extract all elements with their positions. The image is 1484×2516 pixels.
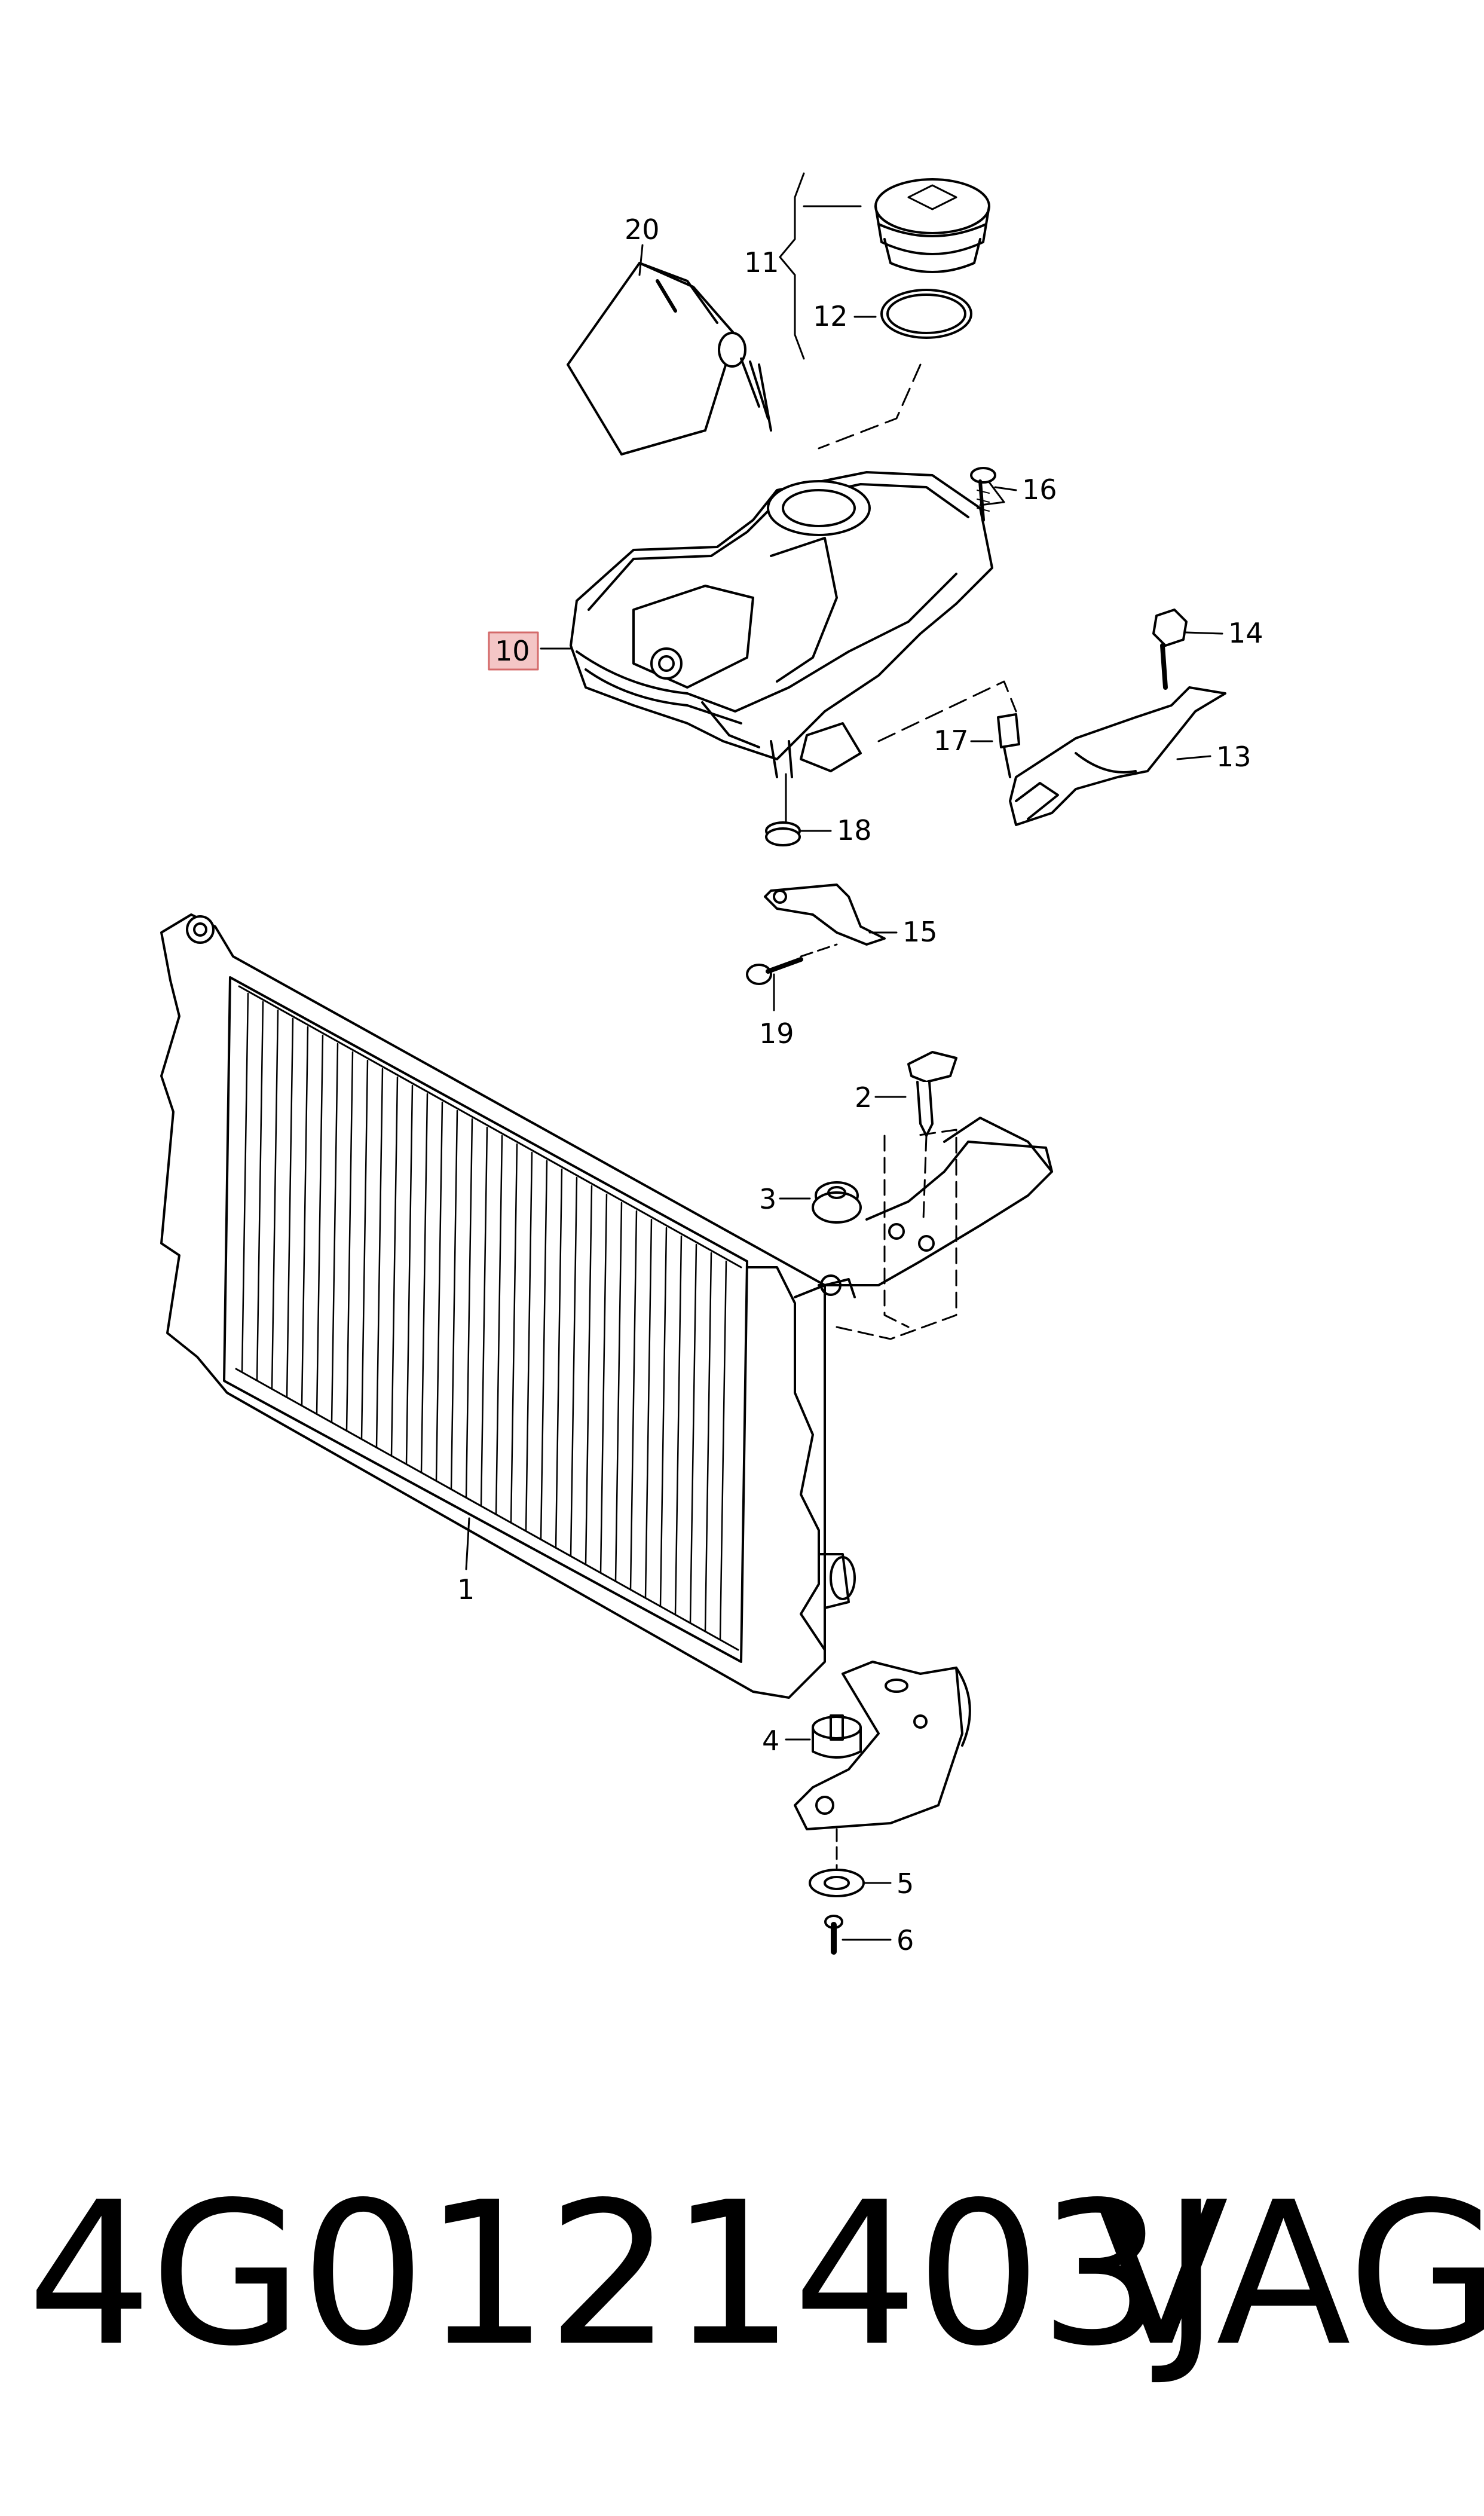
cap-and-seal-drawing bbox=[818, 178, 990, 450]
callout-19[interactable]: 19 bbox=[759, 1017, 794, 1050]
callout-20[interactable]: 20 bbox=[625, 213, 660, 246]
callout-3[interactable]: 3 bbox=[759, 1183, 776, 1215]
radiator-drawing bbox=[160, 913, 856, 1699]
grommet-18-drawing bbox=[765, 821, 801, 846]
callout-18[interactable]: 18 bbox=[837, 814, 872, 846]
clip-17-drawing bbox=[997, 713, 1020, 778]
washer-5-drawing bbox=[809, 1828, 865, 1897]
bushing-4-drawing bbox=[812, 1714, 862, 1759]
part-number-text: 4G0121403J bbox=[27, 2160, 1220, 2389]
callout-11[interactable]: 11 bbox=[744, 246, 779, 279]
exploded-parts-diagram: 20 11 12 16 14 10 17 13 18 15 19 2 3 1 4… bbox=[160, 172, 1263, 1956]
lower-mount-drawing bbox=[794, 1661, 971, 1830]
grommet-3-drawing bbox=[812, 1181, 862, 1224]
callout-13[interactable]: 13 bbox=[1216, 741, 1252, 773]
coolant-jug-drawing bbox=[567, 262, 772, 455]
callout-17[interactable]: 17 bbox=[934, 724, 969, 757]
bolt-14-drawing bbox=[1152, 609, 1188, 690]
brand-text: VAG bbox=[1094, 2160, 1484, 2389]
callout-14[interactable]: 14 bbox=[1228, 617, 1263, 649]
callout-15[interactable]: 15 bbox=[902, 916, 938, 948]
callout-16[interactable]: 16 bbox=[1022, 473, 1057, 506]
callout-2[interactable]: 2 bbox=[855, 1081, 872, 1114]
bracket-13-drawing bbox=[1009, 686, 1226, 826]
leader-lines bbox=[465, 244, 1223, 1941]
callout-1[interactable]: 1 bbox=[457, 1573, 475, 1606]
callout-10[interactable]: 10 bbox=[495, 635, 530, 667]
callout-4[interactable]: 4 bbox=[762, 1725, 779, 1757]
callout-10-highlight bbox=[488, 631, 539, 671]
expansion-tank-drawing bbox=[570, 471, 993, 778]
bolt-6-drawing bbox=[824, 1915, 843, 1955]
callout-6[interactable]: 6 bbox=[896, 1924, 914, 1956]
bracket-15-drawing bbox=[764, 883, 886, 946]
bolt-19-drawing bbox=[746, 943, 838, 985]
bolt-16-drawing bbox=[970, 467, 996, 522]
callout-5[interactable]: 5 bbox=[896, 1867, 914, 1900]
callout-12[interactable]: 12 bbox=[813, 300, 848, 332]
upper-mount-drawing bbox=[818, 1051, 1053, 1340]
